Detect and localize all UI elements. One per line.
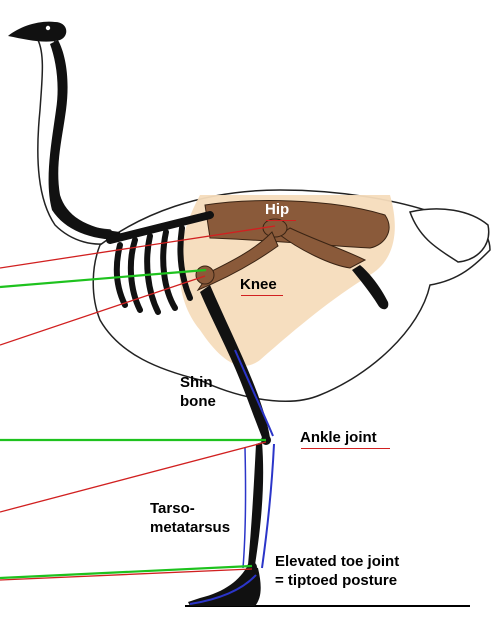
tarsometatarsus-label-line1: Tarso- — [150, 500, 195, 517]
pelvis-bones — [204, 200, 390, 269]
shin-bone-label-line1: Shin — [180, 374, 213, 391]
pointer-lines — [0, 225, 276, 581]
neck-vertebrae — [48, 40, 122, 240]
hip-underline — [266, 220, 296, 221]
tarsometatarsus-label-line2: metatarsus — [150, 519, 231, 536]
knee-label: Knee — [240, 276, 277, 293]
ostrich-head — [8, 21, 67, 42]
shin-bone — [200, 285, 270, 440]
green-line-knee — [0, 268, 207, 289]
toe-joint-label-line2: = tiptoed posture — [275, 572, 398, 589]
leg-outline-upper — [234, 349, 274, 437]
ankle-joint-label: Ankle joint — [300, 429, 377, 446]
pubis-bone — [352, 265, 389, 310]
red-line-knee — [0, 275, 206, 346]
red-line-toe — [0, 568, 253, 581]
green-line-toe — [0, 564, 253, 580]
toe-joint-label-line1: Elevated toe joint — [275, 553, 400, 570]
knee-underline — [241, 295, 283, 296]
red-line-ankle — [0, 441, 267, 513]
red-line-hip — [0, 225, 276, 269]
tarsometatarsus — [242, 435, 275, 569]
shin-bone-label-line2: bone — [180, 393, 216, 410]
hip-label: Hip — [265, 201, 290, 218]
ankle-joint-underline — [301, 448, 390, 449]
